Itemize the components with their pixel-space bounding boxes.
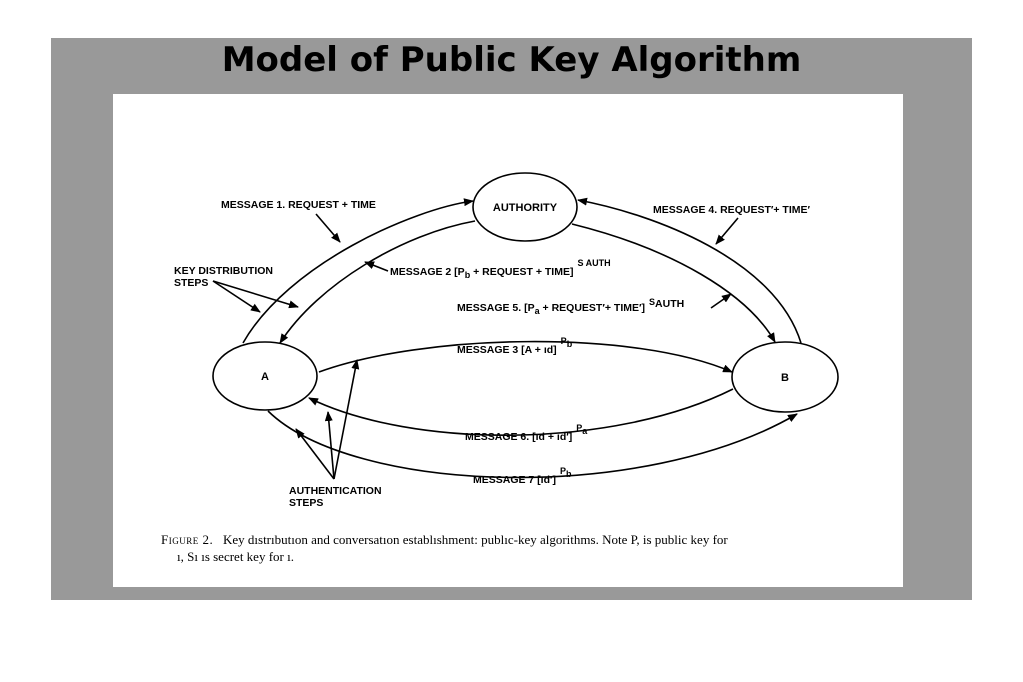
message-3-arrow: [318, 340, 733, 373]
message-2-leader: [364, 261, 389, 272]
key-distribution-leader-2: [212, 280, 299, 309]
message-6-label: MESSAGE 6. [ıd + ıd′]Pa: [465, 423, 588, 443]
message-2-arrow: [279, 220, 476, 344]
message-5-label: MESSAGE 5. [Pa + REQUEST′+ TIME′]SAUTH: [457, 297, 684, 316]
message-5-arrow: [571, 223, 776, 343]
message-1-label: MESSAGE 1. REQUEST + TIME: [221, 199, 376, 211]
authentication-leader-3: [333, 359, 360, 480]
message-7-arrow: [267, 410, 798, 479]
slide-title: Model of Public Key Algorithm: [221, 40, 802, 80]
caption-line-2: ı, Sı ıs secret key for ı.: [177, 549, 294, 564]
message-4-leader: [715, 217, 739, 245]
message-7-label: MESSAGE 7 [ıd′]Pb: [473, 466, 572, 486]
node-a-label: A: [261, 371, 269, 383]
message-4-arrow: [577, 197, 802, 344]
message-1-arrow: [242, 198, 474, 344]
figure-panel: AUTHORITY A B MESSAGE 1. REQUEST + TIME …: [113, 94, 903, 587]
figure-caption: Figure 2. Key dıstrıbutıon and conversat…: [161, 531, 881, 565]
authentication-leader-2: [324, 411, 335, 480]
message-2-label: MESSAGE 2 [Pb + REQUEST + TIME]S AUTH: [390, 258, 611, 280]
message-3-label: MESSAGE 3 [A + ıd]Pb: [457, 336, 573, 356]
message-5-leader: [710, 293, 732, 309]
key-distribution-leader-1: [212, 280, 261, 313]
figure-number: Figure 2.: [161, 532, 214, 547]
message-1-leader: [315, 213, 341, 243]
caption-line-1: Key dıstrıbutıon and conversatıon establ…: [222, 532, 728, 547]
node-b-label: B: [781, 372, 789, 384]
authentication-leader-1: [295, 428, 335, 480]
key-distribution-diagram: AUTHORITY A B MESSAGE 1. REQUEST + TIME …: [174, 172, 839, 509]
message-6-arrow: [308, 388, 734, 436]
authority-node-label: AUTHORITY: [493, 202, 558, 214]
node-a: [212, 341, 318, 411]
authority-node: [472, 172, 578, 242]
message-4-label: MESSAGE 4. REQUEST′+ TIME′: [653, 204, 811, 216]
node-b: [731, 341, 839, 413]
